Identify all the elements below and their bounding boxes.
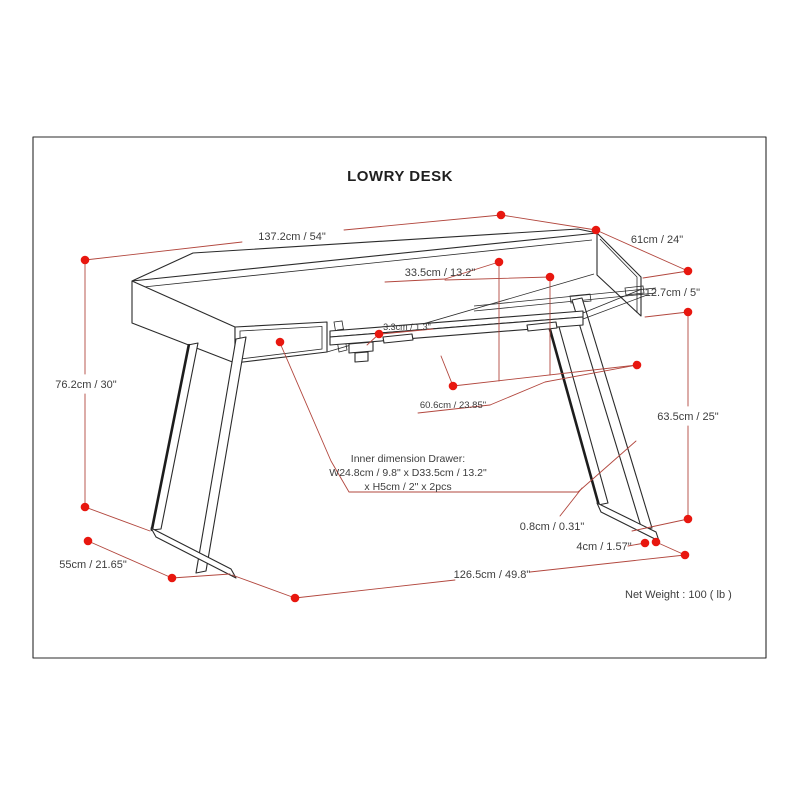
bay-slide-bracket	[624, 285, 645, 296]
tray-opening-underline	[384, 278, 446, 283]
base-length-dim-line	[529, 554, 686, 573]
depth-dim-line	[595, 229, 689, 272]
dimension-dot	[80, 255, 90, 265]
right-leg-back-strut	[571, 297, 653, 531]
tray-opening-leader	[444, 276, 551, 281]
tray-width-dim-line	[452, 364, 638, 387]
length-dim-line	[343, 214, 502, 231]
drawer-note-line1: Inner dimension Drawer:	[351, 453, 465, 465]
dimension-dot	[680, 550, 690, 560]
depth-dim-leader	[642, 270, 689, 279]
dimension-marker-dots	[80, 210, 693, 603]
right-leg-front-edge	[545, 316, 601, 507]
base-length-label: 126.5cm / 49.8"	[454, 569, 531, 581]
tray-support-bracket	[348, 341, 374, 354]
dimension-dot	[494, 257, 504, 267]
length-dim-leader	[500, 214, 597, 231]
tray-width-underline	[417, 404, 491, 414]
dimension-lines	[84, 214, 689, 599]
dimension-dot	[496, 210, 506, 220]
tray-arm-upper	[582, 288, 643, 314]
bay-slide-bracket	[569, 293, 592, 304]
foot-width-label: 4cm / 1.57"	[576, 541, 631, 553]
page-title: LOWRY DESK	[347, 168, 453, 185]
foot-depth-dim-line	[87, 540, 173, 579]
tray-arm-lower	[582, 294, 648, 320]
dimension-dot	[80, 502, 90, 512]
foot-width-leader	[655, 541, 686, 556]
panel-thickness-leader	[559, 487, 583, 517]
tray-support-bracket	[354, 351, 369, 363]
dimension-dot	[83, 536, 93, 546]
dimension-dot	[683, 514, 693, 524]
overall-height-leader	[84, 506, 151, 532]
base-length-leader	[231, 574, 296, 599]
foot-depth-leader	[171, 573, 231, 579]
tray-slide-rail	[526, 321, 558, 332]
dimension-dot	[374, 329, 384, 339]
left-leg-foot-bar	[150, 527, 237, 579]
length-dim-line	[84, 241, 243, 261]
left-leg-front-edge	[150, 343, 191, 532]
tray-width-connector	[489, 364, 638, 406]
desk-front-left-panel	[131, 280, 236, 364]
top-height-label: 12.7cm / 5"	[645, 287, 700, 299]
foot-depth-label: 55cm / 21.65"	[59, 559, 127, 571]
leg-height-label: 63.5cm / 25"	[657, 411, 718, 423]
tray-width-label: 60.6cm / 23.85"	[420, 400, 486, 411]
tray-thickness-underline	[380, 328, 434, 335]
desk-top-surface	[131, 228, 598, 282]
dimension-dot	[632, 360, 642, 370]
base-length-dim-line	[294, 579, 456, 599]
overall-height-label: 76.2cm / 30"	[55, 379, 116, 391]
dimension-dot	[683, 266, 693, 276]
dimension-dot	[275, 337, 285, 347]
tray-opening-label: 33.5cm / 13.2"	[405, 267, 476, 279]
drawer-note-bracket	[279, 342, 637, 493]
diagram-border	[32, 136, 767, 659]
tray-width-leader	[440, 355, 454, 387]
dimension-dot	[640, 538, 650, 548]
dimension-dot	[167, 573, 177, 583]
depth-label: 61cm / 24"	[631, 234, 683, 246]
net-weight-label: Net Weight : 100 ( lb )	[625, 589, 732, 601]
dimension-dot	[290, 593, 300, 603]
drawer-note-line2: W24.8cm / 9.8" x D33.5cm / 13.2"	[329, 467, 487, 479]
dimension-dot	[683, 307, 693, 317]
desk-line-art	[131, 228, 657, 364]
keyboard-tray	[329, 288, 648, 363]
panel-thickness-label: 0.8cm / 0.31"	[520, 521, 585, 533]
desk-right-end-inner	[599, 238, 638, 313]
top-height-leader	[644, 311, 689, 318]
tray-opening-leader	[444, 261, 500, 280]
dimension-labels: 137.2cm / 54" 61cm / 24" 12.7cm / 5" 63.…	[55, 231, 731, 601]
dimension-dot	[448, 381, 458, 391]
drawer-note-line3: x H5cm / 2" x 2pcs	[364, 481, 451, 493]
dimension-dot	[591, 225, 601, 235]
leg-height-leader	[631, 518, 689, 532]
left-leg-back-strut	[195, 336, 247, 574]
dimension-dot	[545, 272, 555, 282]
length-label: 137.2cm / 54"	[258, 231, 326, 243]
desk-top-edge-line	[133, 239, 593, 289]
tray-slide-rail	[382, 333, 414, 344]
tray-thickness-label: 3.3cm / 1.3"	[383, 322, 431, 332]
dimension-dot	[651, 537, 661, 547]
